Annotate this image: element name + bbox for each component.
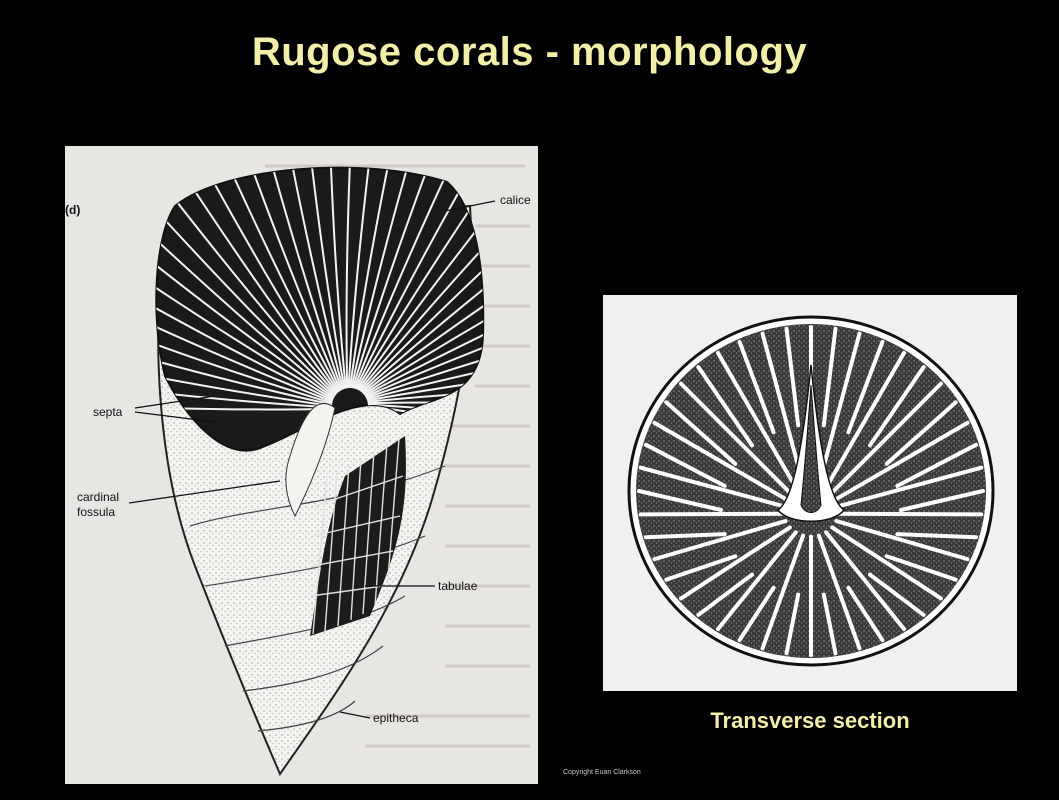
slide-title: Rugose corals - morphology: [0, 30, 1059, 75]
label-calice: calice: [500, 193, 531, 207]
panel-letter: (d): [65, 203, 80, 217]
label-epitheca: epitheca: [373, 711, 419, 725]
transverse-section-caption: Transverse section: [603, 708, 1017, 734]
transverse-section-figure: [603, 295, 1017, 691]
label-cardinal: cardinal: [77, 490, 119, 504]
transverse-section-drawing: [603, 295, 1017, 691]
section-septum: [641, 514, 784, 515]
copyright-notice: Copyright Euan Clarkson: [563, 769, 641, 776]
label-tabulae: tabulae: [438, 579, 478, 593]
section-septum: [839, 514, 982, 515]
horn-coral-figure: (d) calice septa cardinal fossula tabula…: [65, 146, 538, 784]
horn-coral-drawing: (d) calice septa cardinal fossula tabula…: [65, 146, 538, 784]
label-septa: septa: [93, 405, 123, 419]
label-fossula: fossula: [77, 505, 115, 519]
